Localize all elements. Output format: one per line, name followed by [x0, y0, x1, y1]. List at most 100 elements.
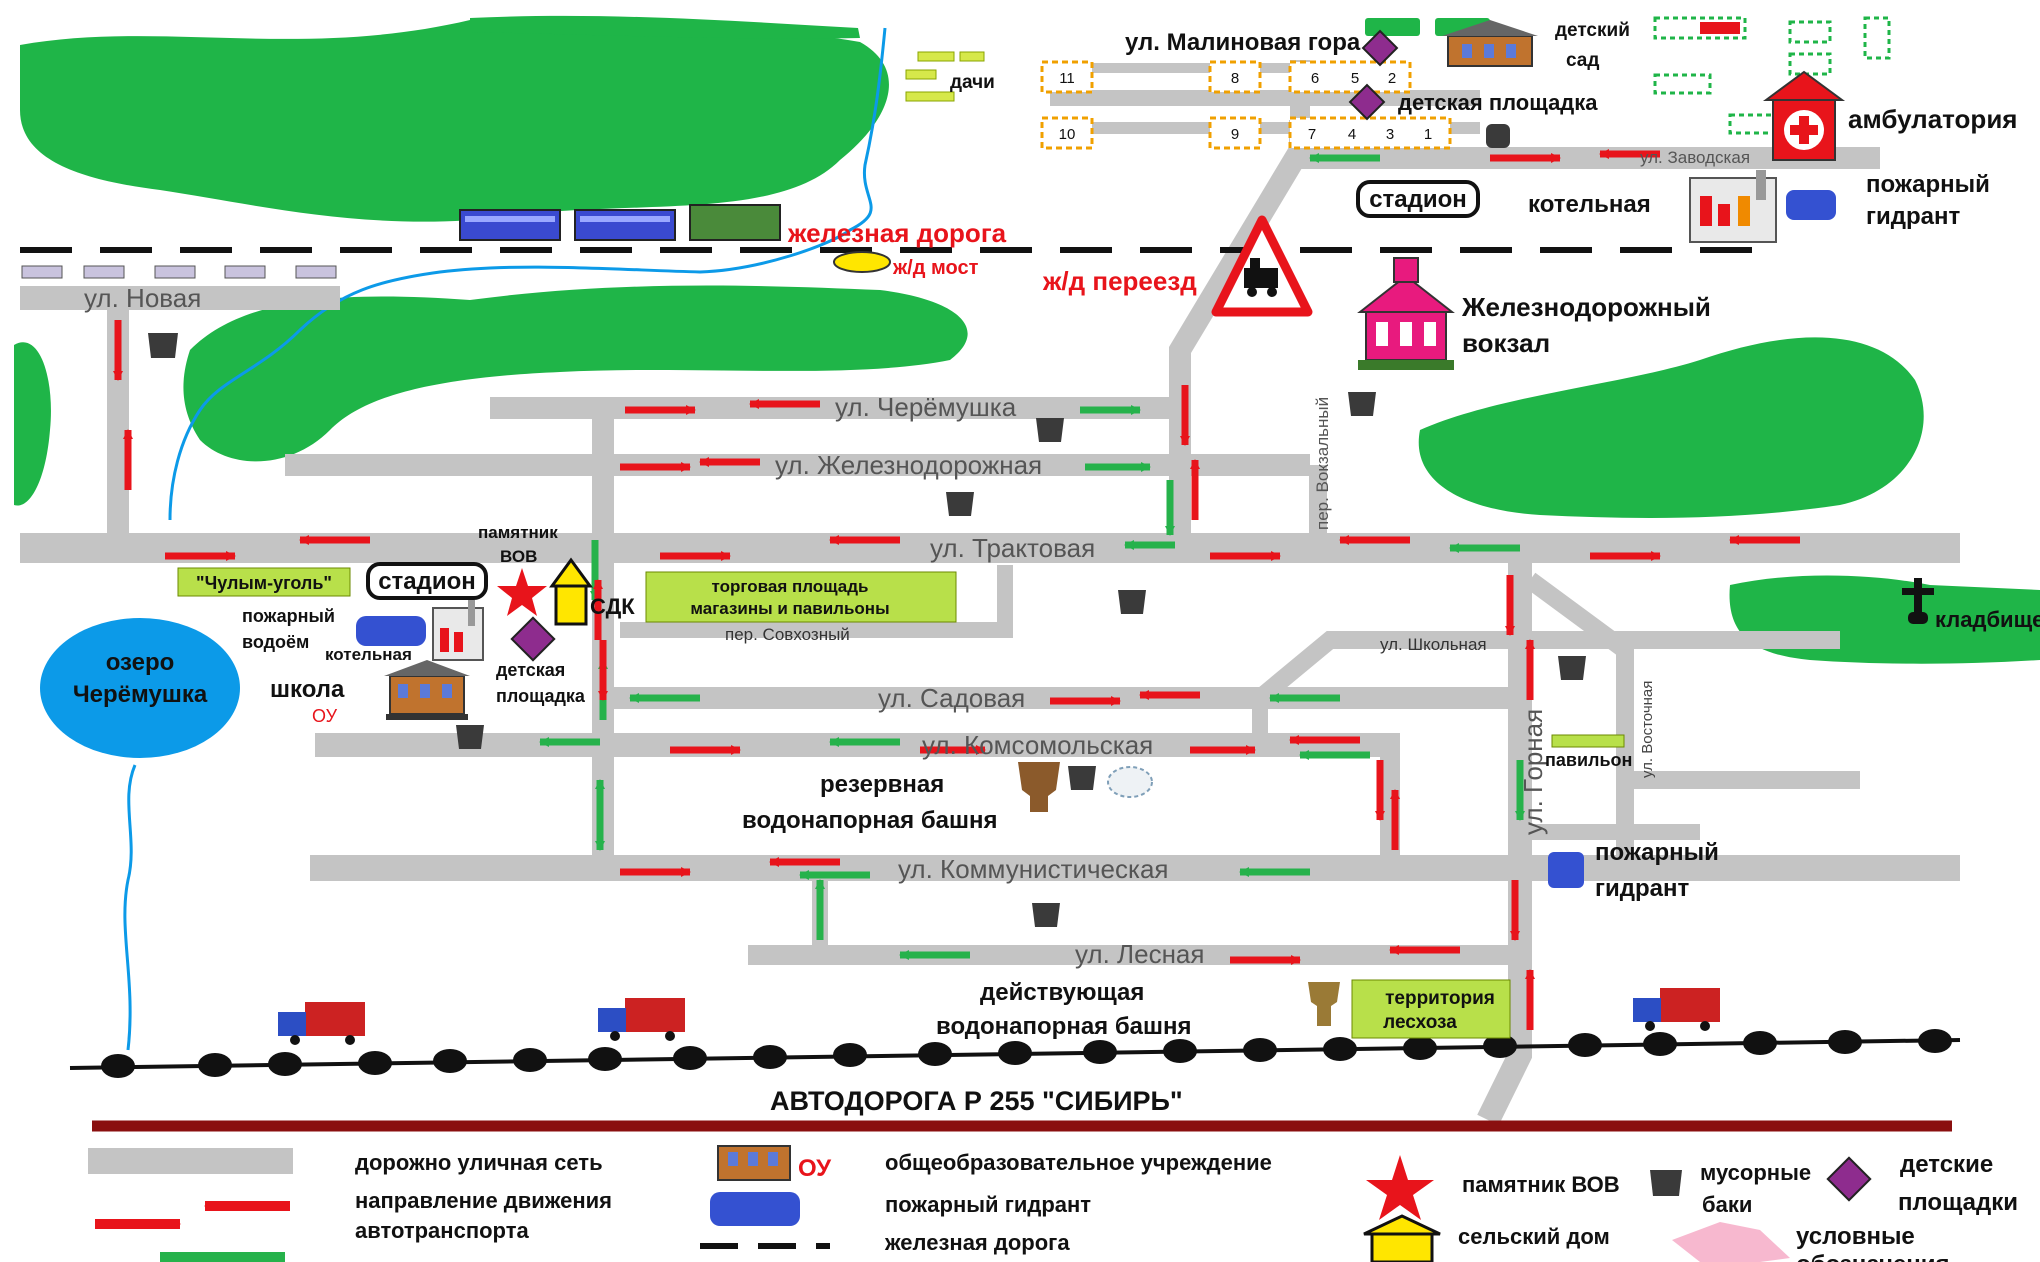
lake-label-1: озеро [106, 649, 175, 676]
road-gornaya [1477, 548, 1532, 1126]
street-zheleznodorozhnaya: ул. Железнодорожная [775, 450, 1042, 480]
railway: железная дорога ж/д мост ж/д переезд [20, 204, 1780, 317]
playground-center-label-1: детская [496, 660, 565, 680]
road-sovkhozny [620, 565, 1013, 638]
street-kommunisticheskaya: ул. Коммунистическая [898, 854, 1169, 884]
legend-playgrounds-1: детские [1900, 1151, 1993, 1178]
bin-icon [1036, 418, 1064, 442]
hydrant-top-label-2: гидрант [1866, 203, 1960, 230]
railway-label: железная дорога [787, 218, 1007, 248]
reserve-tower-label-2: водонапорная башня [742, 807, 998, 834]
garbage-bins [148, 333, 1586, 927]
leskhoz-label-2: лесхоза [1383, 1012, 1457, 1033]
kindergarten-red-bar [1700, 22, 1740, 34]
coal-label: "Чулым-уголь" [196, 573, 332, 593]
legend-school-abbr: ОУ [798, 1155, 832, 1182]
pavilion-box [1551, 734, 1625, 748]
fire-pond-icon [356, 616, 426, 646]
legend-bins-1: мусорные [1700, 1160, 1811, 1185]
street-sadovaya: ул. Садовая [878, 683, 1025, 713]
legend-direction-2: автотранспорта [355, 1218, 529, 1243]
highway-label: АВТОДОРОГА Р 255 "СИБИРЬ" [770, 1086, 1183, 1116]
water: озеро Черёмушка [40, 27, 887, 1051]
school-icon [384, 660, 470, 720]
fire-pond-label-1: пожарный [242, 606, 335, 626]
legend-school-icon [717, 1145, 791, 1181]
river [168, 27, 887, 521]
active-tower-icon [1308, 982, 1340, 1026]
boiler-top-icon [1689, 170, 1777, 243]
cemetery-label: кладбище [1935, 607, 2040, 632]
market-label-1: торговая площадь [712, 577, 869, 596]
legend-bin-icon [1650, 1170, 1682, 1196]
stadium-top-box [1356, 180, 1480, 218]
bin-icon [1558, 656, 1586, 680]
house-number-4: 4 [1348, 126, 1356, 143]
street-komsomolskaya: ул. Комсомольская [922, 730, 1153, 760]
traffic-arrows [113, 149, 1800, 1030]
street-novaya: ул. Новая [84, 283, 201, 313]
legend-star-icon [1366, 1155, 1434, 1220]
street-gornaya: ул. Горная [1518, 709, 1548, 835]
boiler-center-label: котельная [325, 645, 412, 664]
street-sovkhozny: пер. Совхозный [725, 625, 850, 644]
house-number-5: 5 [1351, 70, 1359, 87]
reserve-tower-label-1: резервная [820, 771, 944, 798]
rail-crossing-label: ж/д переезд [1042, 266, 1197, 296]
hydrant-top-icon [1786, 190, 1836, 220]
station-label-2: вокзал [1462, 328, 1550, 358]
legend-playgrounds-2: площадки [1898, 1189, 2018, 1216]
stadium-top-label: стадион [1369, 186, 1467, 213]
ambulatory-label: амбулатория [1848, 104, 2017, 134]
house-number-8: 8 [1231, 70, 1239, 87]
housing-block: 11 8 6 5 2 10 9 7 4 3 1 [1040, 60, 1452, 150]
stadium-center-label: стадион [378, 568, 476, 595]
reserve-tank-icon [1107, 766, 1153, 798]
station-icon [1357, 257, 1455, 370]
bin-icon [456, 725, 484, 749]
sdk-label: СДК [590, 594, 635, 619]
leskhoz-label-1: территория [1385, 988, 1495, 1009]
market-box [645, 571, 957, 623]
highway-dots [101, 1029, 1952, 1078]
market-label-2: магазины и павильоны [690, 599, 889, 618]
legend-pink-arrow-icon [1672, 1222, 1790, 1262]
street-vokzalny: пер. Вокзальный [1313, 397, 1332, 530]
forest-top [20, 18, 889, 222]
bin-icon [148, 333, 178, 358]
legend-railway: железная дорога [884, 1230, 1070, 1255]
street-shkolnaya: ул. Школьная [1380, 635, 1487, 654]
legend-road-swatch [88, 1148, 293, 1174]
street-cheremushka: ул. Черёмушка [835, 392, 1017, 422]
legend-monument: памятник ВОВ [1462, 1172, 1620, 1197]
leskhoz-box [1351, 979, 1511, 1039]
house-of-culture-icon [549, 557, 593, 626]
playground-icon-center [510, 616, 556, 662]
boiler-top-label: котельная [1528, 191, 1651, 218]
monument-label-2: ВОВ [500, 547, 537, 566]
playground-icon-top-2 [1348, 83, 1386, 121]
dachi-label: дачи [950, 72, 995, 93]
fire-pond-label-2: водоём [242, 632, 309, 652]
legend-roads: дорожно уличная сеть [355, 1150, 603, 1175]
legend-school: общеобразовательное учреждение [885, 1150, 1272, 1175]
station-label-1: Железнодорожный [1461, 292, 1711, 322]
road-shkolnaya [1254, 631, 1840, 705]
house-number-3: 3 [1386, 126, 1394, 143]
street-lesnaya: ул. Лесная [1075, 939, 1204, 969]
legend-playground-icon [1826, 1156, 1872, 1202]
playground-center-label-2: площадка [496, 686, 586, 706]
house-number-1: 1 [1424, 126, 1432, 143]
rail-crossing-sign-icon [1211, 215, 1313, 317]
pavilion-label: павильон [1545, 750, 1632, 770]
hydrant-right-label-2: гидрант [1595, 875, 1689, 902]
malinovaya-label: ул. Малиновая гора [1125, 29, 1361, 56]
school-label: школа [270, 676, 345, 703]
dachi-area: дачи [905, 51, 995, 102]
train-icon [459, 204, 781, 241]
legend-direction-1: направление движения [355, 1188, 612, 1213]
legend-hydrant-icon [710, 1192, 800, 1226]
legend-bins-2: баки [1702, 1192, 1752, 1217]
legend-house-icon [1363, 1214, 1441, 1262]
house-number-2: 2 [1388, 70, 1396, 87]
